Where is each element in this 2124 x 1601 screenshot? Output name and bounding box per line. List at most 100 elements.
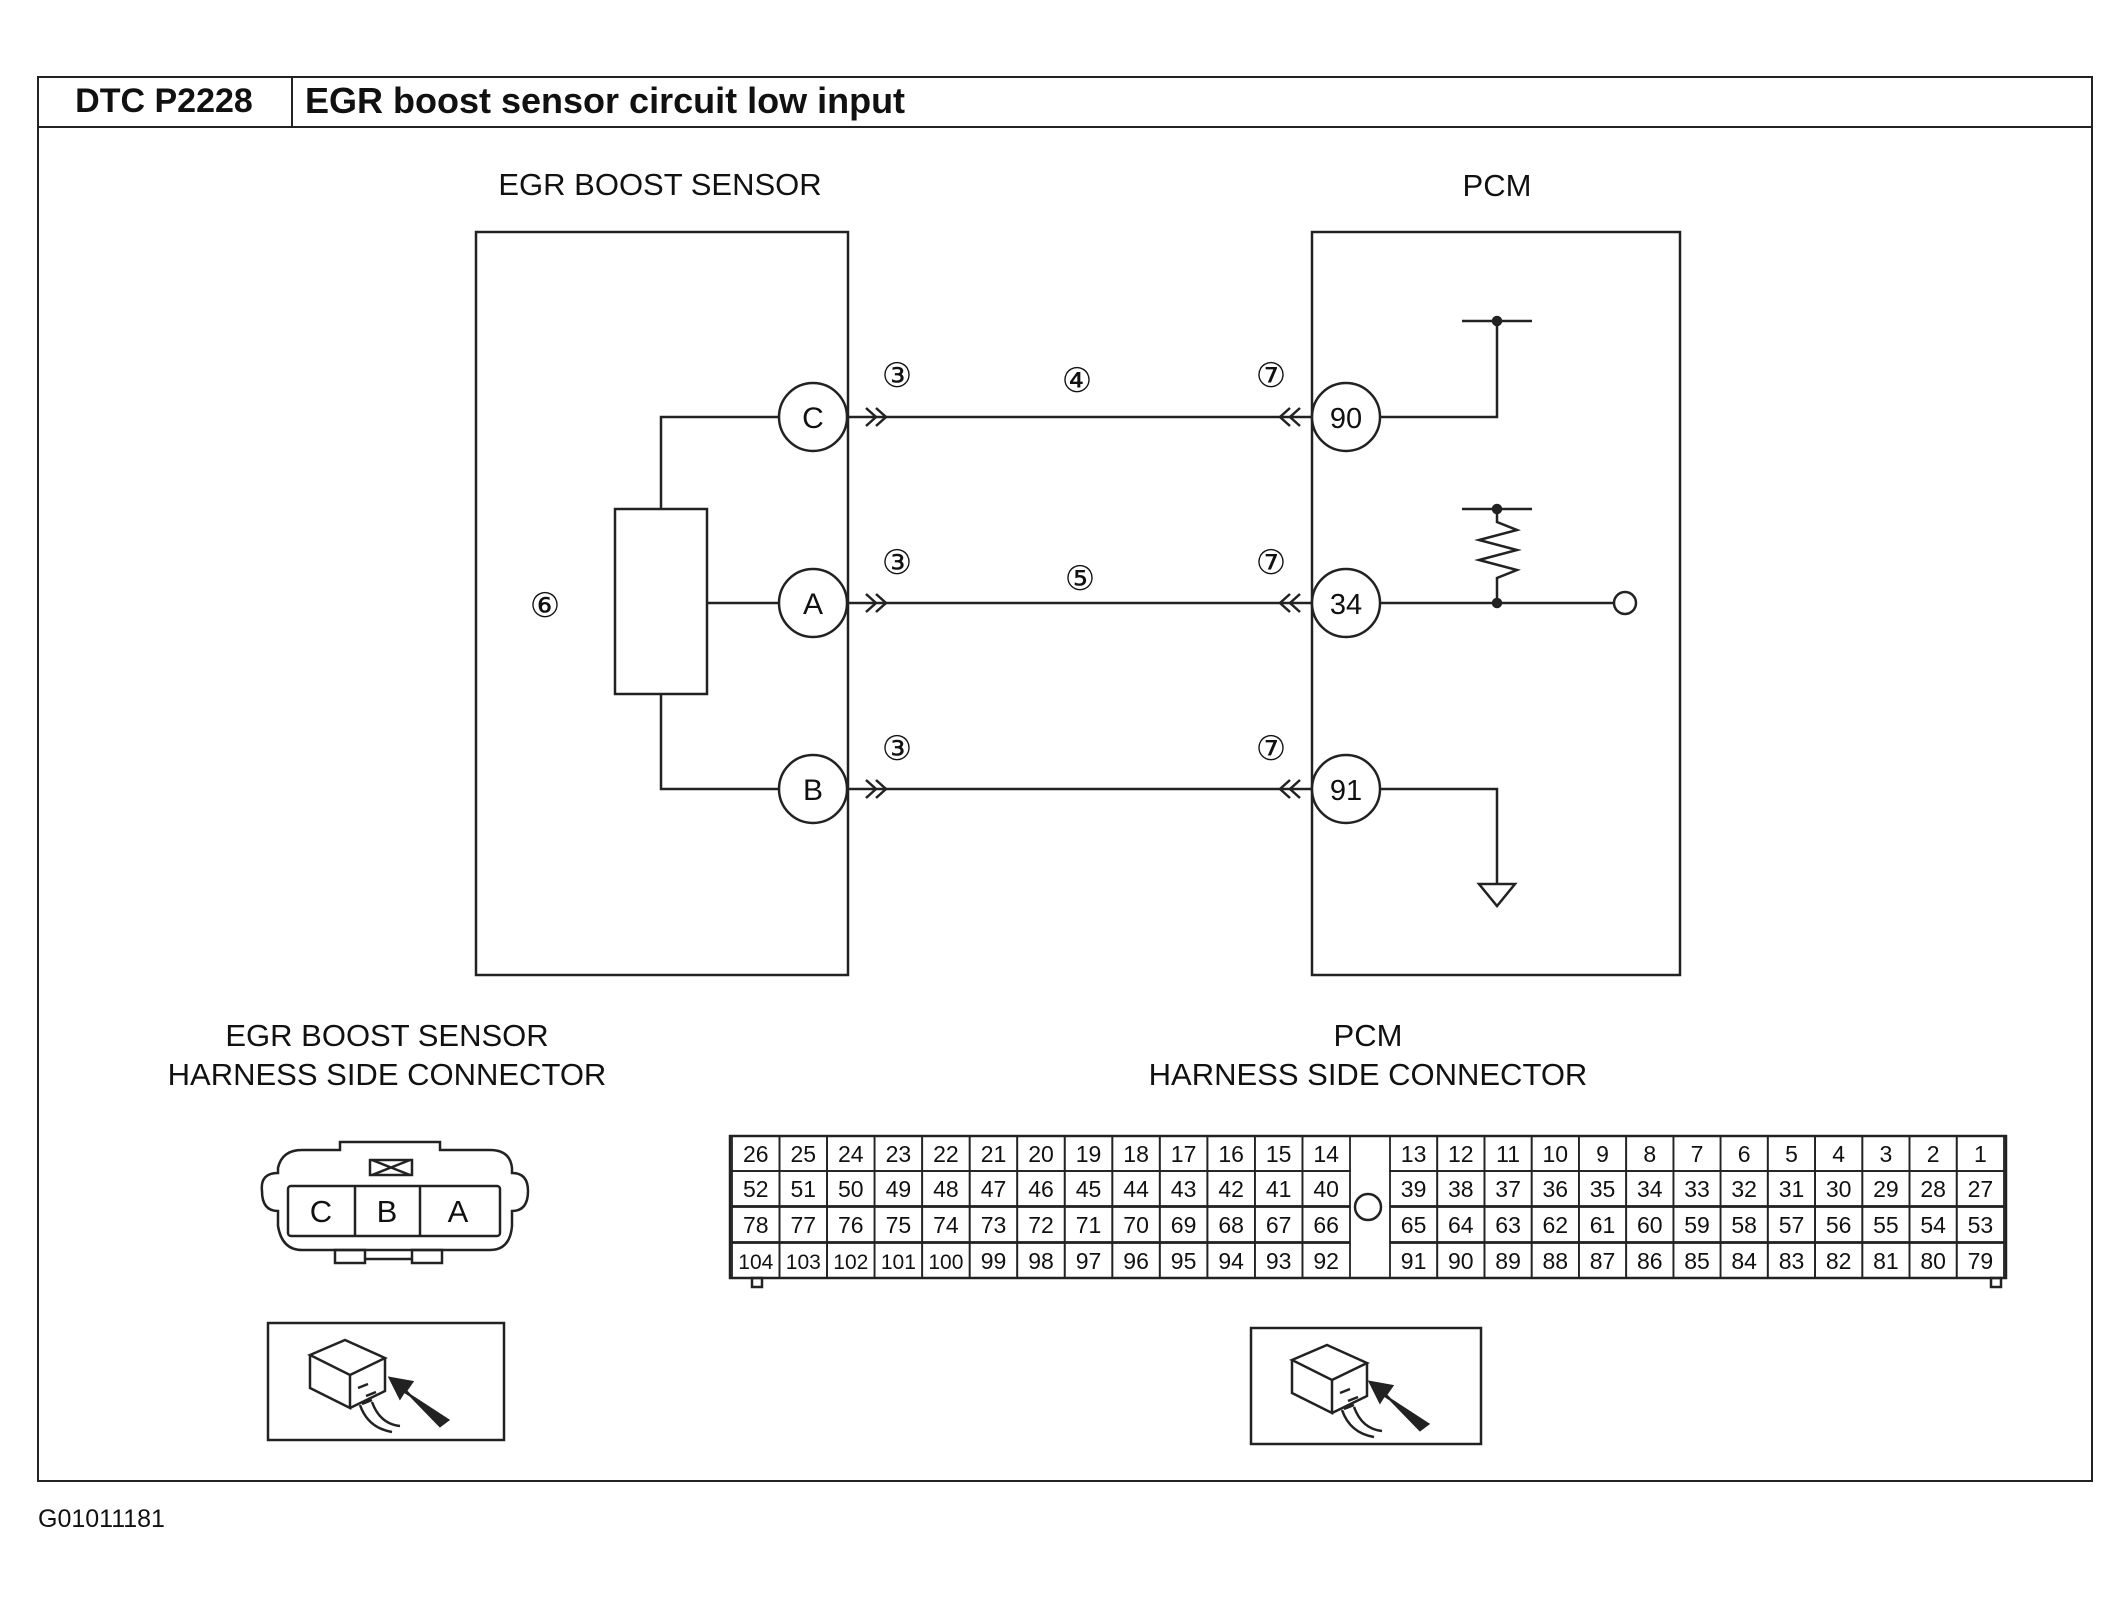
pcm-pin-label: 57 xyxy=(1779,1212,1805,1238)
pcm-pin-label: 75 xyxy=(886,1212,912,1238)
pcm-pin-label: 86 xyxy=(1637,1248,1663,1274)
pcm-pin-label: 73 xyxy=(981,1212,1007,1238)
marker-wire-1: ④ xyxy=(1062,362,1092,400)
sensor-pin-a: A xyxy=(448,1194,469,1229)
header-row xyxy=(37,76,2093,128)
marker-wire-2: ⑤ xyxy=(1065,560,1095,598)
pcm-pin-label: 17 xyxy=(1171,1141,1197,1167)
svg-text:91: 91 xyxy=(1330,775,1362,807)
pcm-terminal-90: 90 xyxy=(1310,381,1382,453)
pcm-pin-label: 3 xyxy=(1880,1141,1893,1167)
svg-text:A: A xyxy=(803,588,823,621)
pcm-pin-label: 95 xyxy=(1171,1248,1197,1274)
pcm-pin-label: 20 xyxy=(1028,1141,1054,1167)
pcm-pin-label: 93 xyxy=(1266,1248,1292,1274)
pcm-pin-label: 99 xyxy=(981,1248,1007,1274)
sensor-harness-connector xyxy=(260,1140,530,1265)
pcm-pin-label: 26 xyxy=(743,1141,769,1167)
pcm-pin-label: 9 xyxy=(1596,1141,1609,1167)
pcm-pin-label: 16 xyxy=(1218,1141,1244,1167)
pcm-pin-label: 53 xyxy=(1968,1212,1994,1238)
pcm-pin-label: 38 xyxy=(1448,1176,1474,1202)
sensor-title: EGR BOOST SENSOR xyxy=(498,167,821,202)
pcm-pin-label: 63 xyxy=(1495,1212,1521,1238)
pcm-pin-label: 50 xyxy=(838,1176,864,1202)
marker-sensor-connector-1: ③ xyxy=(882,357,912,395)
diagram-frame xyxy=(37,76,2093,1482)
pcm-pin-label: 10 xyxy=(1543,1141,1569,1167)
signal-output-icon xyxy=(1612,590,1638,616)
pcm-pin-label: 40 xyxy=(1313,1176,1339,1202)
pcm-pin-label: 54 xyxy=(1920,1212,1946,1238)
pcm-pin-label: 94 xyxy=(1218,1248,1244,1274)
pcm-pin-label: 67 xyxy=(1266,1212,1292,1238)
pcm-pin-label: 80 xyxy=(1920,1248,1946,1274)
pcm-pin-label: 101 xyxy=(881,1251,916,1274)
pcm-pin-label: 48 xyxy=(933,1176,959,1202)
pcm-pin-label: 85 xyxy=(1684,1248,1710,1274)
pcm-terminal-91: 91 xyxy=(1310,753,1382,825)
pcm-pin-label: 91 xyxy=(1401,1248,1427,1274)
marker-sensor-connector-2: ③ xyxy=(882,544,912,582)
pcm-pin-label: 28 xyxy=(1920,1176,1946,1202)
pcm-pin-label: 98 xyxy=(1028,1248,1054,1274)
pcm-pin-label: 42 xyxy=(1218,1176,1244,1202)
marker-pcm-connector-2: ⑦ xyxy=(1256,544,1286,582)
pcm-pin-label: 60 xyxy=(1637,1212,1663,1238)
pcm-connector-title-2: HARNESS SIDE CONNECTOR xyxy=(1149,1057,1588,1092)
pullup-resistor-icon xyxy=(1474,509,1522,603)
pcm-pin-label: 12 xyxy=(1448,1141,1474,1167)
pcm-pin-label: 61 xyxy=(1590,1212,1616,1238)
pcm-pin-label: 69 xyxy=(1171,1212,1197,1238)
pcm-pin-label: 83 xyxy=(1779,1248,1805,1274)
marker-pcm-connector-1: ⑦ xyxy=(1256,357,1286,395)
pcm-pin-label: 45 xyxy=(1076,1176,1102,1202)
pcm-pin-label: 71 xyxy=(1076,1212,1102,1238)
pcm-connector-title-1: PCM xyxy=(1334,1018,1403,1053)
pcm-pin-label: 2 xyxy=(1927,1141,1940,1167)
pcm-pin-label: 11 xyxy=(1496,1141,1520,1167)
pcm-harness-connector xyxy=(728,1134,2008,1289)
pcm-pin-label: 66 xyxy=(1313,1212,1339,1238)
pcm-pin-label: 43 xyxy=(1171,1176,1197,1202)
pcm-pin-cell xyxy=(1301,1242,1351,1279)
pcm-pin-label: 102 xyxy=(833,1251,868,1274)
svg-text:B: B xyxy=(803,774,823,807)
pcm-pin-label: 15 xyxy=(1266,1141,1292,1167)
pcm-pin-label: 18 xyxy=(1123,1141,1149,1167)
pcm-pin-label: 78 xyxy=(743,1212,769,1238)
pcm-pin-label: 35 xyxy=(1590,1176,1616,1202)
sensor-connector-title-2: HARNESS SIDE CONNECTOR xyxy=(168,1057,607,1092)
pcm-pin-cell xyxy=(1301,1170,1351,1207)
sensor-connector-title-1: EGR BOOST SENSOR xyxy=(225,1018,548,1053)
pcm-pin-label: 23 xyxy=(886,1141,912,1167)
pcm-pin-label: 55 xyxy=(1873,1212,1899,1238)
pcm-pin-label: 7 xyxy=(1691,1141,1704,1167)
pcm-pin-label: 39 xyxy=(1401,1176,1427,1202)
pcm-pin-cell xyxy=(1955,1170,2005,1207)
supply-line-90 xyxy=(1380,321,1499,419)
pcm-pin-label: 68 xyxy=(1218,1212,1244,1238)
pcm-pin-label: 59 xyxy=(1684,1212,1710,1238)
pcm-pin-label: 74 xyxy=(933,1212,959,1238)
pcm-pin-label: 52 xyxy=(743,1176,769,1202)
pcm-pin-label: 29 xyxy=(1873,1176,1899,1202)
pcm-pin-cell xyxy=(1955,1206,2005,1243)
pcm-pin-label: 62 xyxy=(1543,1212,1569,1238)
pcm-pin-label: 97 xyxy=(1076,1248,1102,1274)
pcm-pin-label: 5 xyxy=(1785,1141,1798,1167)
sensor-terminal-a: A xyxy=(777,567,849,639)
pcm-pin-label: 76 xyxy=(838,1212,864,1238)
pcm-pin-label: 79 xyxy=(1968,1248,1994,1274)
pcm-pin-label: 70 xyxy=(1123,1212,1149,1238)
pcm-pin-label: 88 xyxy=(1543,1248,1569,1274)
pcm-pin-label: 1 xyxy=(1974,1141,1987,1167)
sensor-element xyxy=(613,507,709,696)
pcm-terminal-34: 34 xyxy=(1310,567,1382,639)
pcm-view-direction-icon xyxy=(1249,1326,1483,1446)
pcm-pin-label: 103 xyxy=(786,1251,821,1274)
sensor-terminal-b: B xyxy=(777,753,849,825)
pcm-pin-label: 104 xyxy=(738,1251,773,1274)
